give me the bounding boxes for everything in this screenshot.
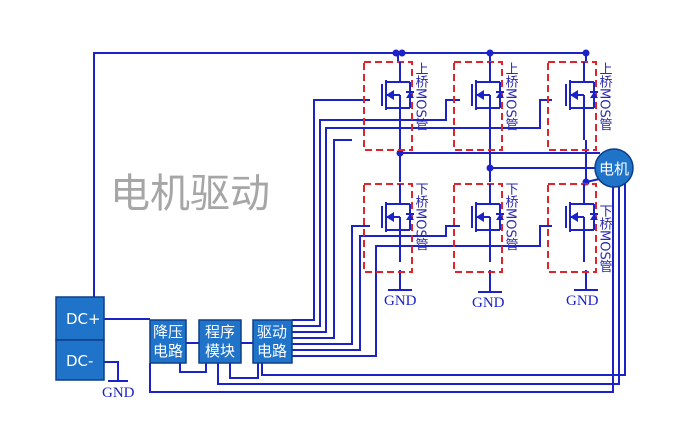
dc-plus-label: DC+ <box>66 310 101 328</box>
upper-mosfet-2 <box>453 61 505 151</box>
driver-label-line2: 电路 <box>257 342 287 360</box>
driver-label-line1: 驱动 <box>257 323 287 341</box>
lower-mosfet-2 <box>453 183 505 273</box>
dc-plus-block: DC+ <box>55 296 105 341</box>
lower-mos-label-1: 下桥MOS管 <box>413 182 429 252</box>
driver-circuit-block: 驱动 电路 <box>252 319 293 364</box>
dc-minus-label: DC- <box>66 352 93 370</box>
buck-label-line1: 降压 <box>153 323 183 341</box>
lower-mosfet-3 <box>547 183 599 273</box>
motor: 电机 <box>594 148 634 188</box>
gnd-label-2: GND <box>472 295 505 311</box>
upper-mos-label-3: 上桥MOS管 <box>597 62 613 132</box>
lower-mos-label-3: 下桥MOS管 <box>597 204 613 274</box>
gnd-label-3: GND <box>566 293 599 309</box>
program-module-block: 程序 模块 <box>198 319 242 364</box>
upper-mos-label-2: 上桥MOS管 <box>503 62 519 132</box>
upper-mosfet-1 <box>363 61 415 151</box>
power-rails <box>93 52 626 393</box>
program-label-line2: 模块 <box>205 342 235 360</box>
gnd-label-dc: GND <box>102 385 135 401</box>
upper-mos-label-1: 上桥MOS管 <box>413 62 429 132</box>
gate-drive-lines <box>292 99 552 357</box>
lower-mos-label-2: 下桥MOS管 <box>503 182 519 252</box>
buck-circuit-block: 降压 电路 <box>149 319 187 364</box>
program-label-line1: 程序 <box>205 323 235 341</box>
lower-mosfet-1 <box>363 183 415 273</box>
diagram-title: 电机驱动 <box>110 171 270 217</box>
buck-label-line2: 电路 <box>153 342 183 360</box>
motor-label: 电机 <box>599 160 629 178</box>
dc-minus-block: DC- <box>55 339 105 381</box>
gnd-label-1: GND <box>384 293 417 309</box>
upper-mosfet-3 <box>547 61 599 151</box>
